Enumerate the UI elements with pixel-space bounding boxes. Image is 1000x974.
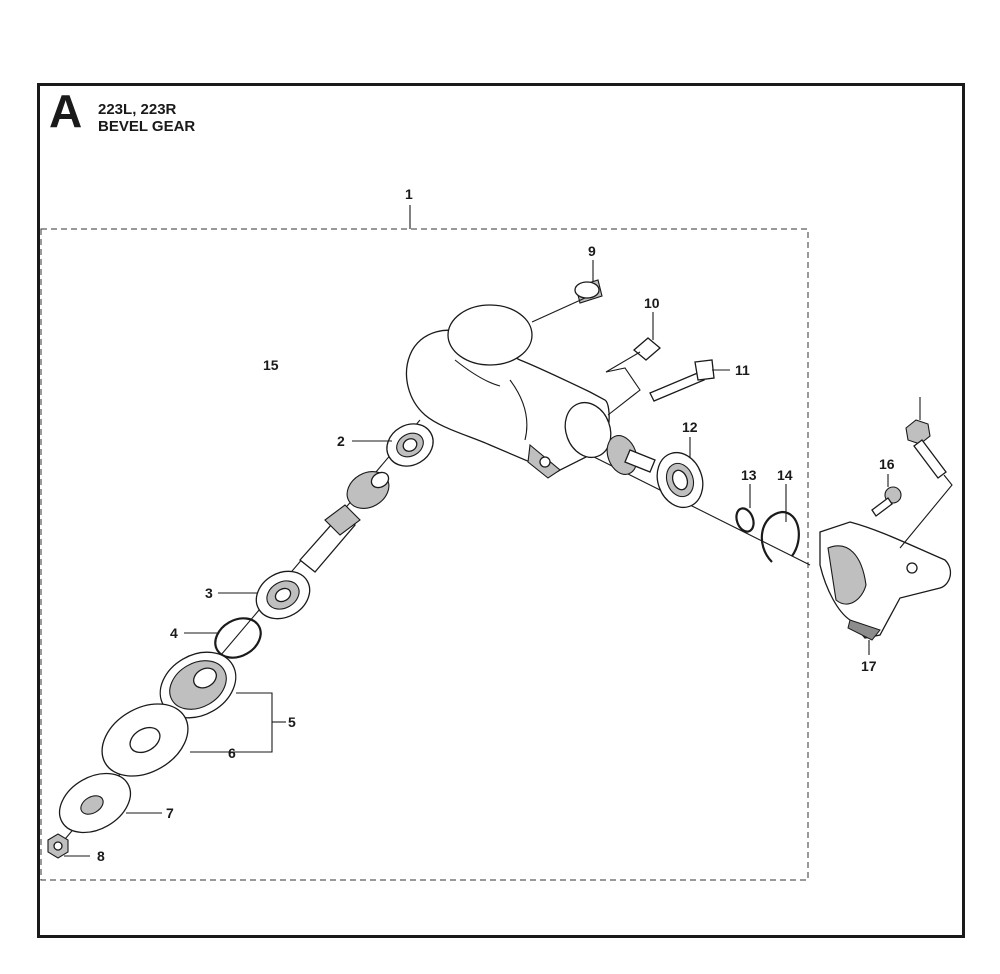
thrust-washer	[58, 772, 132, 834]
callout-1: 1	[405, 186, 413, 202]
model-label: 223L, 223R	[98, 101, 177, 118]
callout-13: 13	[741, 467, 757, 483]
output-shaft-gear	[299, 471, 390, 573]
gear-housing	[405, 304, 612, 479]
bearing-input	[656, 451, 704, 509]
diagram-title: BEVEL GEAR	[98, 118, 196, 135]
callout-16: 16	[879, 456, 895, 472]
callout-7: 7	[166, 805, 174, 821]
callout-5: 5	[288, 714, 296, 730]
bearing-lower	[255, 570, 311, 620]
callout-17: 17	[861, 658, 877, 674]
circlip	[760, 510, 800, 563]
callout-9: 9	[588, 243, 596, 259]
assembly-boundary	[40, 228, 809, 881]
filler-plug	[574, 279, 603, 304]
callout-12: 12	[682, 419, 698, 435]
screw-long	[649, 359, 715, 402]
section-letter: A	[49, 85, 83, 137]
callout-2: 2	[337, 433, 345, 449]
callout-14: 14	[777, 467, 793, 483]
bracket-screw	[871, 486, 902, 517]
flange-washer	[101, 703, 189, 777]
pinion-gear	[606, 435, 656, 475]
callout-3: 3	[205, 585, 213, 601]
callout-10: 10	[644, 295, 660, 311]
callout-8: 8	[97, 848, 105, 864]
screw-short	[605, 337, 662, 373]
bearing-upper	[386, 423, 434, 467]
callout-6: 6	[228, 745, 236, 761]
retaining-ring-small	[735, 507, 755, 533]
lock-nut	[47, 833, 69, 859]
diagram-frame	[37, 83, 965, 938]
callout-15: 15	[263, 357, 279, 373]
bracket-bolt	[905, 419, 947, 479]
callout-11: 11	[735, 362, 750, 378]
retaining-ring-lower	[214, 617, 262, 659]
callout-4: 4	[170, 625, 178, 641]
guard-bracket	[819, 521, 952, 641]
